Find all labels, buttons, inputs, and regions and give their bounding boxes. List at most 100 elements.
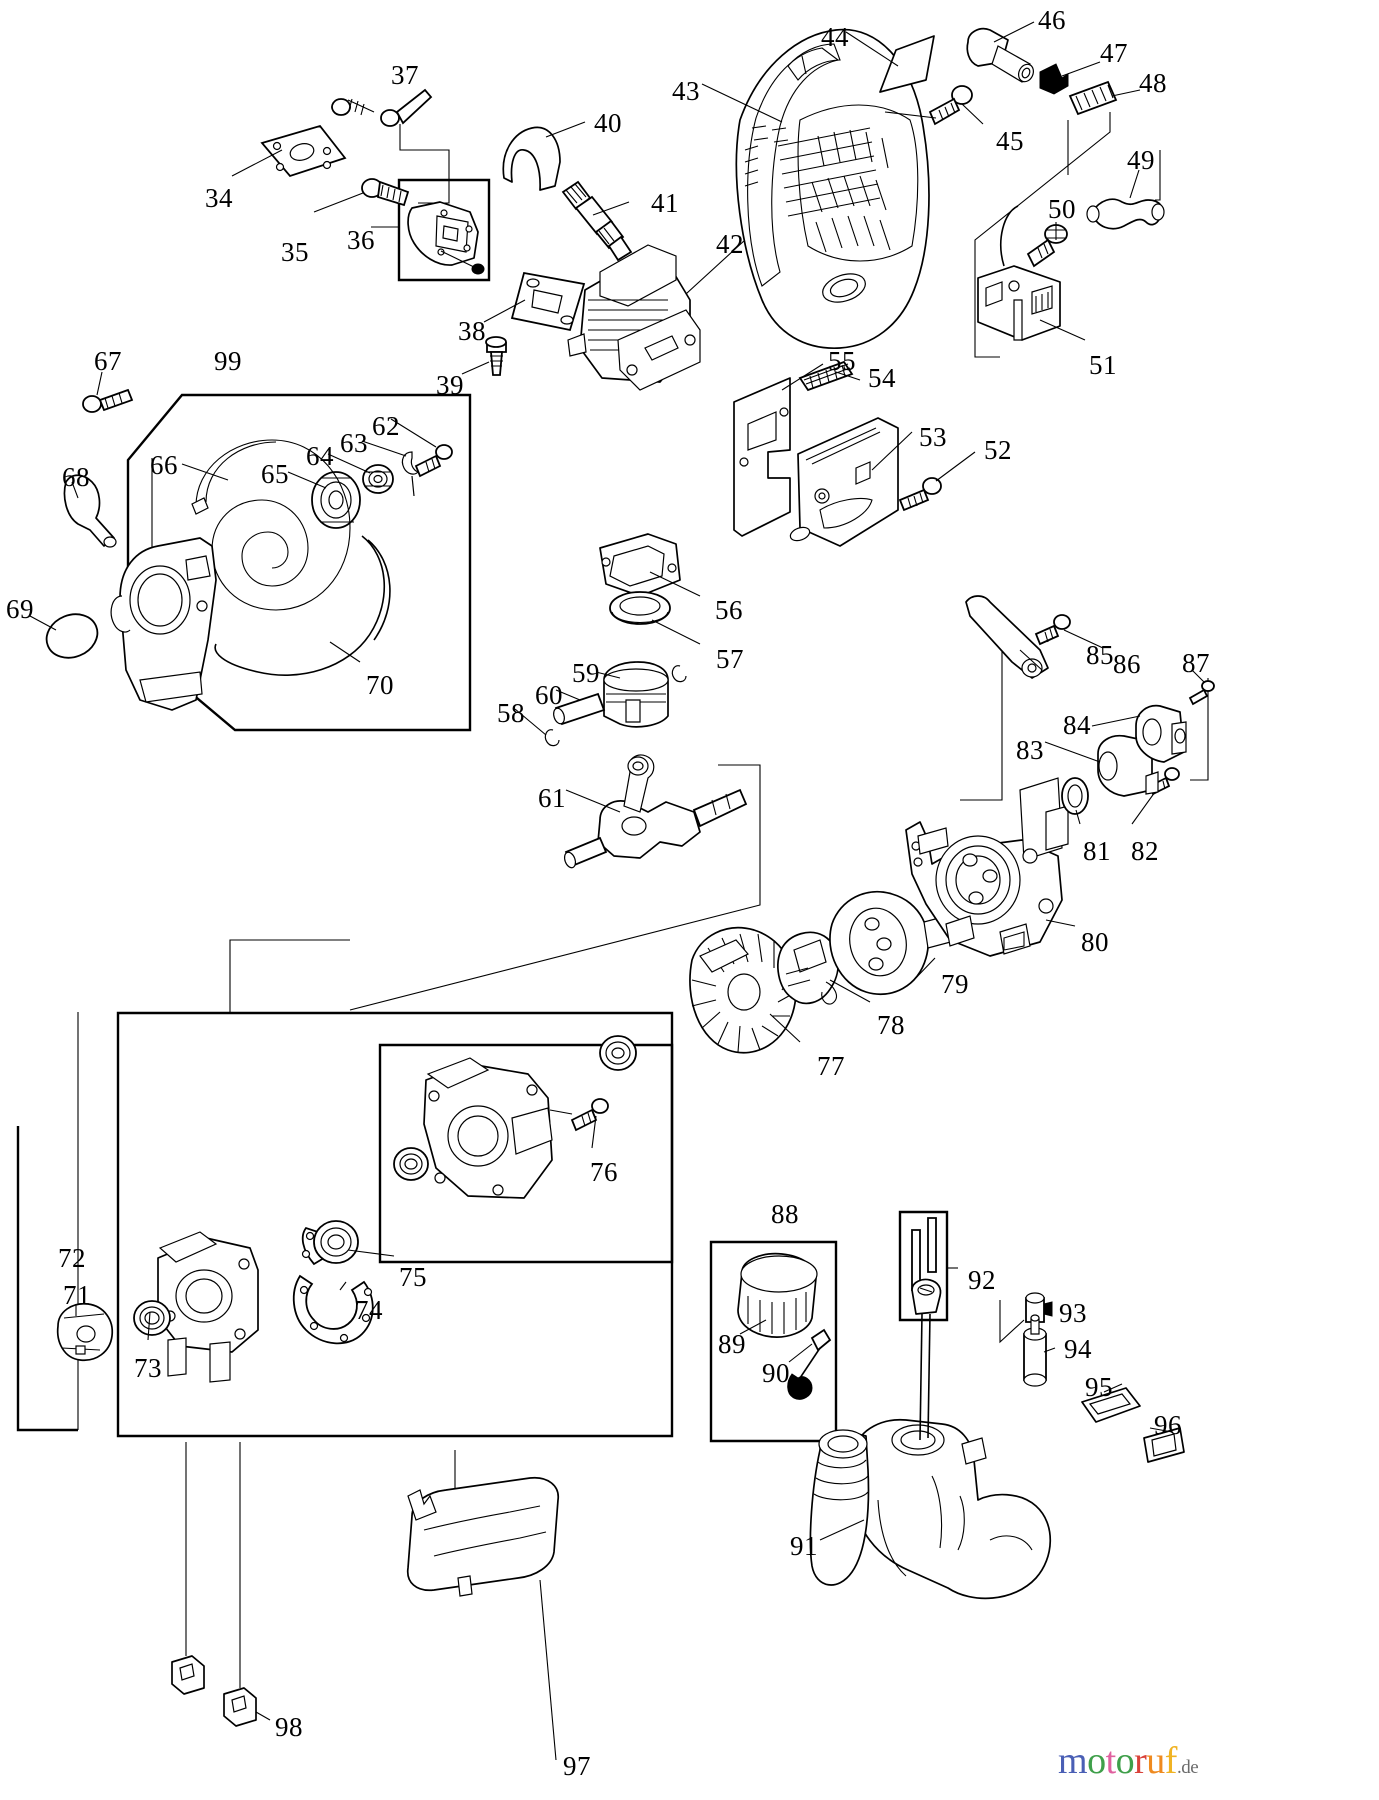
callout-88: 88 [771, 1199, 799, 1229]
part-38-insulator-gasket [510, 271, 586, 332]
callout-63: 63 [340, 428, 368, 458]
part-49-ground-wire [1086, 198, 1165, 230]
bearing-right-inner [599, 1035, 637, 1071]
part-67-starter-housing-screw [82, 388, 134, 413]
callout-85: 85 [1086, 640, 1114, 670]
part-94-fuel-filter [1023, 1314, 1047, 1387]
part-92-fuel-line-kit [911, 1217, 942, 1441]
callout-45: 45 [996, 126, 1024, 156]
part-80-clutch-housing [905, 777, 1069, 957]
part-69-starter-grommet [45, 613, 99, 659]
part-43-engine-cover [735, 28, 930, 349]
watermark-motoruf: motoruf.de [1058, 1740, 1199, 1782]
callout-56: 56 [715, 595, 743, 625]
part-90-cap-retainer-strap [787, 1328, 832, 1400]
part-71-crankcase-end-cap [56, 1302, 114, 1362]
callout-59: 59 [572, 658, 600, 688]
part-98-rubber-mount-b [223, 1687, 257, 1727]
part-47-plug-terminal [1039, 63, 1069, 95]
part-35-carburetor-screw [361, 178, 410, 207]
part-83-drive-shaft-bushing [1097, 734, 1159, 797]
part-41-spark-plug [561, 180, 633, 262]
callout-96: 96 [1154, 1410, 1182, 1440]
callout-87: 87 [1182, 648, 1210, 678]
callout-83: 83 [1016, 735, 1044, 765]
part-59-piston [603, 661, 669, 728]
part-62-starter-pulley-screw [414, 444, 453, 478]
part-73-oil-seal-left [133, 1300, 171, 1336]
part-55-air-cleaner-base [733, 377, 791, 537]
callout-54: 54 [868, 363, 896, 393]
callout-42: 42 [716, 229, 744, 259]
callout-71: 71 [63, 1280, 91, 1310]
part-52-air-cleaner-screw [898, 477, 942, 512]
part-42-cylinder-assembly [567, 244, 701, 391]
part-51-ignition-coil [977, 205, 1061, 341]
part-68-starter-handle [63, 474, 117, 548]
part-64-starter-ratchet [362, 464, 394, 494]
part-76-crankcase-bolt [570, 1098, 609, 1132]
watermark-letters: motoruf [1058, 1740, 1177, 1782]
part-46-spark-plug-cap [966, 27, 1034, 83]
part-65-starter-pulley [311, 471, 361, 529]
part-77-flywheel-fan [689, 926, 797, 1054]
callout-36: 36 [347, 225, 375, 255]
part-54-air-filter-element [798, 360, 854, 392]
callout-51: 51 [1089, 350, 1117, 380]
part-61-crankshaft [563, 754, 748, 869]
callout-38: 38 [458, 316, 486, 346]
callout-89: 89 [718, 1329, 746, 1359]
callout-49: 49 [1127, 145, 1155, 175]
inner-crankcase-right [423, 1057, 553, 1199]
callout-91: 91 [790, 1531, 818, 1561]
part-86-link-screw [1034, 614, 1071, 646]
callout-68: 68 [62, 462, 90, 492]
part-60-piston-pin [553, 692, 606, 726]
callout-39: 39 [436, 370, 464, 400]
callout-67: 67 [94, 346, 122, 376]
callout-69: 69 [6, 594, 34, 624]
part-85-throttle-lever-link [965, 595, 1049, 679]
callout-75: 75 [399, 1262, 427, 1292]
part-57-piston-ring [609, 591, 671, 625]
callout-57: 57 [716, 644, 744, 674]
callout-70: 70 [366, 670, 394, 700]
callout-55: 55 [828, 346, 856, 376]
callout-47: 47 [1100, 38, 1128, 68]
callout-76: 76 [590, 1157, 618, 1187]
callout-84: 84 [1063, 710, 1091, 740]
part-84-shaft-clamp-collar [1135, 704, 1187, 763]
part-95-tank-pad-large [1081, 1387, 1141, 1423]
part-44-cover-insert-pad [879, 35, 935, 93]
callout-53: 53 [919, 422, 947, 452]
part-72-crankcase-half [157, 1231, 259, 1383]
callout-65: 65 [261, 459, 289, 489]
part-48-plug-spring [1068, 80, 1118, 116]
callout-37: 37 [391, 60, 419, 90]
oil-seal-right-inner [393, 1147, 429, 1181]
part-37-throttle-pivot-bolt [331, 88, 433, 127]
part-34-carburetor-gasket [260, 124, 347, 178]
callout-46: 46 [1038, 5, 1066, 35]
callout-92: 92 [968, 1265, 996, 1295]
callout-82: 82 [1131, 836, 1159, 866]
callout-74: 74 [355, 1295, 383, 1325]
callout-41: 41 [651, 188, 679, 218]
part-81-bearing-retainer-ring [1061, 777, 1089, 815]
part-56-cylinder-base-gasket [599, 533, 681, 597]
callout-66: 66 [150, 450, 178, 480]
part-91-fuel-tank [809, 1418, 1052, 1600]
callout-43: 43 [672, 76, 700, 106]
callout-60: 60 [535, 680, 563, 710]
part-78-clutch-shoe-assembly [777, 931, 839, 1005]
starter-housing-body [110, 537, 217, 711]
part-97-shield-cover-pad [406, 1476, 559, 1597]
callout-35: 35 [281, 237, 309, 267]
callout-72: 72 [58, 1243, 86, 1273]
callout-73: 73 [134, 1353, 162, 1383]
callout-97: 97 [563, 1751, 591, 1781]
part-50-coil-screw [1026, 224, 1068, 268]
callout-95: 95 [1085, 1372, 1113, 1402]
